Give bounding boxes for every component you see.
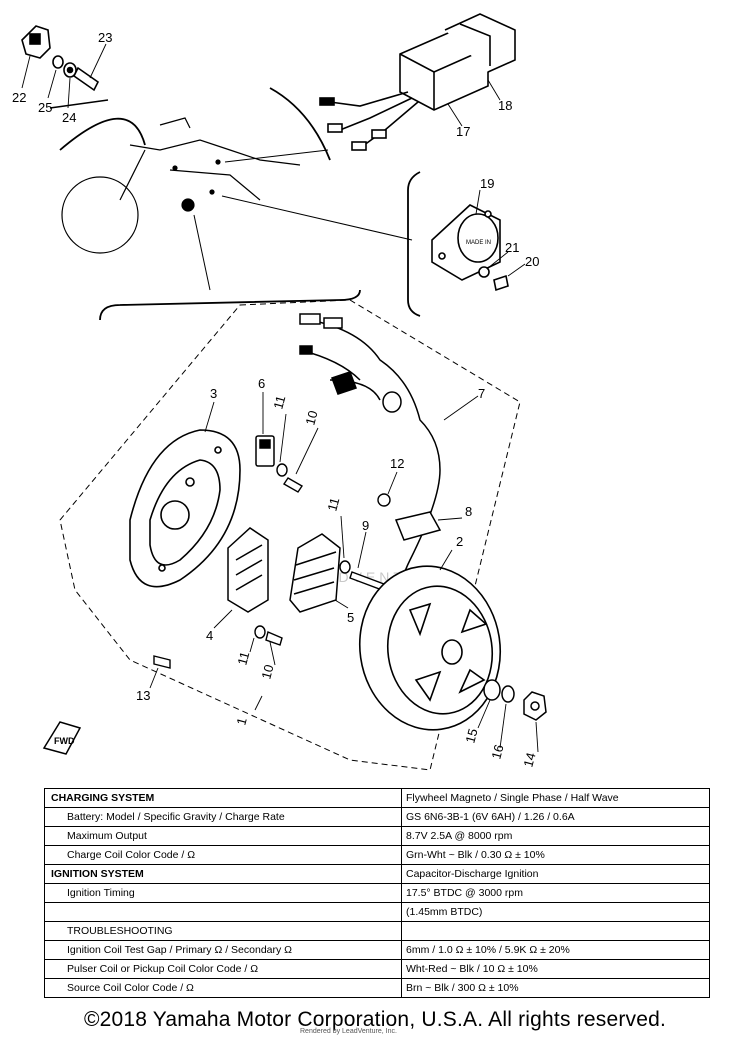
leader-line-magneto <box>193 214 211 291</box>
source-coil-5 <box>289 533 341 613</box>
clamp-8 <box>394 511 442 541</box>
inset-bracket-22 <box>21 25 109 109</box>
inset-separator-left <box>59 117 146 151</box>
parts-diagram: LEADVENTURE <box>12 13 547 771</box>
callout-18: 18 <box>498 98 512 113</box>
spec-row: (1.45mm BTDC) <box>44 902 710 922</box>
callout-13: 13 <box>136 688 150 703</box>
callout-19: 19 <box>480 176 494 191</box>
callout-6: 6 <box>258 376 265 391</box>
rectifier-19 <box>431 204 509 292</box>
motorcycle-outline <box>61 117 301 254</box>
spec-value <box>401 921 710 941</box>
inset-cdi-unit <box>319 13 516 151</box>
spec-row: Pulser Coil or Pickup Coil Color Code / … <box>44 959 710 979</box>
callout-22: 22 <box>12 90 26 105</box>
callout-3: 3 <box>210 386 217 401</box>
spec-row: Ignition Coil Test Gap / Primary Ω / Sec… <box>44 940 710 960</box>
callout-8: 8 <box>465 504 472 519</box>
callout-4: 4 <box>206 628 213 643</box>
copyright-notice: ©2018 Yamaha Motor Corporation, U.S.A. A… <box>83 1008 667 1031</box>
callout-21: 21 <box>505 240 519 255</box>
callout-15: 15 <box>462 727 480 745</box>
hardware-14-15-16 <box>483 679 547 721</box>
spec-value: Brn ~ Blk / 300 Ω ± 10% <box>401 978 710 998</box>
callout-7: 7 <box>478 386 485 401</box>
fwd-label: FWD <box>54 736 75 746</box>
spec-value: (1.45mm BTDC) <box>401 902 710 922</box>
spec-label: Pulser Coil or Pickup Coil Color Code / … <box>44 959 402 979</box>
fwd-arrow: FWD <box>42 721 82 755</box>
callout-9: 9 <box>362 518 369 533</box>
spec-label: Ignition Coil Test Gap / Primary Ω / Sec… <box>44 940 402 960</box>
stator-plate-3 <box>129 429 241 588</box>
spec-label: Charge Coil Color Code / Ω <box>44 845 402 865</box>
pulser-6 <box>255 435 275 467</box>
spec-label: Source Coil Color Code / Ω <box>44 978 402 998</box>
callout-25: 25 <box>38 100 52 115</box>
callout-12: 12 <box>390 456 404 471</box>
magneto-bracket <box>99 289 361 321</box>
seal-text-rectifier: MADE IN <box>466 240 491 246</box>
spec-label: Battery: Model / Specific Gravity / Char… <box>44 807 402 827</box>
spec-label: Maximum Output <box>44 826 402 846</box>
callout-10a: 10 <box>302 409 320 427</box>
spec-label: IGNITION SYSTEM <box>44 864 402 884</box>
callout-16: 16 <box>488 743 506 761</box>
flywheel-rotor-2 <box>358 565 502 731</box>
wiring-harness-7 <box>299 313 441 601</box>
callout-14: 14 <box>520 751 538 769</box>
callout-23: 23 <box>98 30 112 45</box>
spec-value: 17.5° BTDC @ 3000 rpm <box>401 883 710 903</box>
spec-label: Ignition Timing <box>44 883 402 903</box>
callout-11c: 11 <box>234 650 252 667</box>
footer-rendered-by: Rendered by LeadVenture, Inc. <box>300 1028 397 1035</box>
charge-coil-4 <box>227 527 269 613</box>
callout-1: 1 <box>233 716 249 727</box>
spec-value: GS 6N6-3B-1 (6V 6AH) / 1.26 / 0.6A <box>401 807 710 827</box>
spec-label: CHARGING SYSTEM <box>44 788 402 808</box>
spec-label: TROUBLESHOOTING <box>44 921 402 941</box>
callout-24: 24 <box>62 110 76 125</box>
spec-value: Grn-Wht ~ Blk / 0.30 Ω ± 10% <box>401 845 710 865</box>
spec-value: Flywheel Magneto / Single Phase / Half W… <box>401 788 710 808</box>
callout-20: 20 <box>525 254 539 269</box>
callout-leaders <box>21 43 539 753</box>
spec-row: TROUBLESHOOTING <box>44 921 710 941</box>
spec-value: 6mm / 1.0 Ω ± 10% / 5.9K Ω ± 20% <box>401 940 710 960</box>
leader-line-rectifier <box>221 195 413 241</box>
callout-11b: 11 <box>324 496 342 513</box>
spec-value: Capacitor-Discharge Ignition <box>401 864 710 884</box>
callout-11a: 11 <box>270 394 288 411</box>
spec-value: Wht-Red ~ Blk / 10 Ω ± 10% <box>401 959 710 979</box>
inset-bracket-rectifier <box>407 171 421 317</box>
callout-10b: 10 <box>258 663 276 681</box>
spec-value: 8.7V 2.5A @ 8000 rpm <box>401 826 710 846</box>
callout-17: 17 <box>456 124 470 139</box>
leader-line-cdi <box>224 149 329 163</box>
callout-5: 5 <box>347 610 354 625</box>
spec-row: Battery: Model / Specific Gravity / Char… <box>44 807 710 827</box>
spec-label <box>44 902 402 922</box>
callout-2: 2 <box>456 534 463 549</box>
screws <box>153 463 391 669</box>
